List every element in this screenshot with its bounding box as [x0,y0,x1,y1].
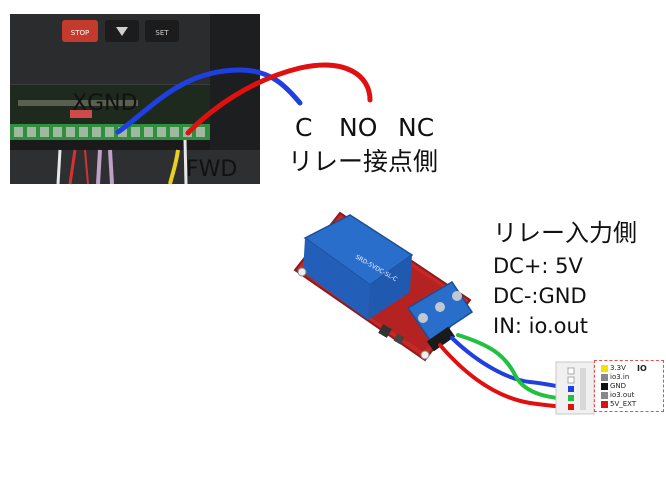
pin-color-swatch [601,374,608,381]
io-pin-row: io3.in [601,374,629,381]
terminal-c-label: C [295,113,313,142]
input-header [426,326,456,352]
io-pin-panel: IO 3.3V io3.in GND io3.out 5V_EXT [594,360,664,412]
pin-color-swatch [601,365,608,372]
set-key [145,20,179,42]
terminal-no-label: NO [339,113,378,142]
stop-key-label: STOP [71,29,89,37]
in-line: IN: io.out [493,314,589,338]
io-pin-row: io3.out [601,392,634,399]
terminal-nc-label: NC [398,113,435,142]
blue-wire-c [115,67,303,135]
green-wire-io [456,333,578,402]
relay-contact-side-title: リレー接点側 [288,147,439,176]
pin-label: io3.out [610,391,635,399]
dc-plus-line: DC+: 5V [493,254,583,278]
stop-key [62,20,98,42]
xgnd-label: XGND [72,91,138,116]
set-key-label: SET [155,29,169,37]
relay-input-side-title: リレー入力側 [493,219,637,247]
io-pin-row: GND [601,383,626,390]
pin-color-swatch [601,392,608,399]
relay-module: SRD-5VDC-SL-C [293,211,474,362]
pin-color-swatch [601,383,608,390]
pin-label: 5V_EXT [610,400,637,408]
io-panel-title: IO [637,364,647,373]
io-pin-row: 5V_EXT [601,401,636,408]
dc-minus-line: DC-:GND [493,284,587,308]
pin-color-swatch [601,401,608,408]
inverter-photo: STOP SET [10,14,260,185]
pin-label: 3.3V [610,364,626,372]
pin-label: io3.in [610,373,630,381]
fwd-label: FWD [186,157,238,182]
pin-label: GND [610,382,627,390]
io-pin-row: 3.3V [601,365,626,372]
io-connector [555,361,595,415]
down-arrow-icon [116,27,128,36]
red-wire-no [185,62,373,136]
